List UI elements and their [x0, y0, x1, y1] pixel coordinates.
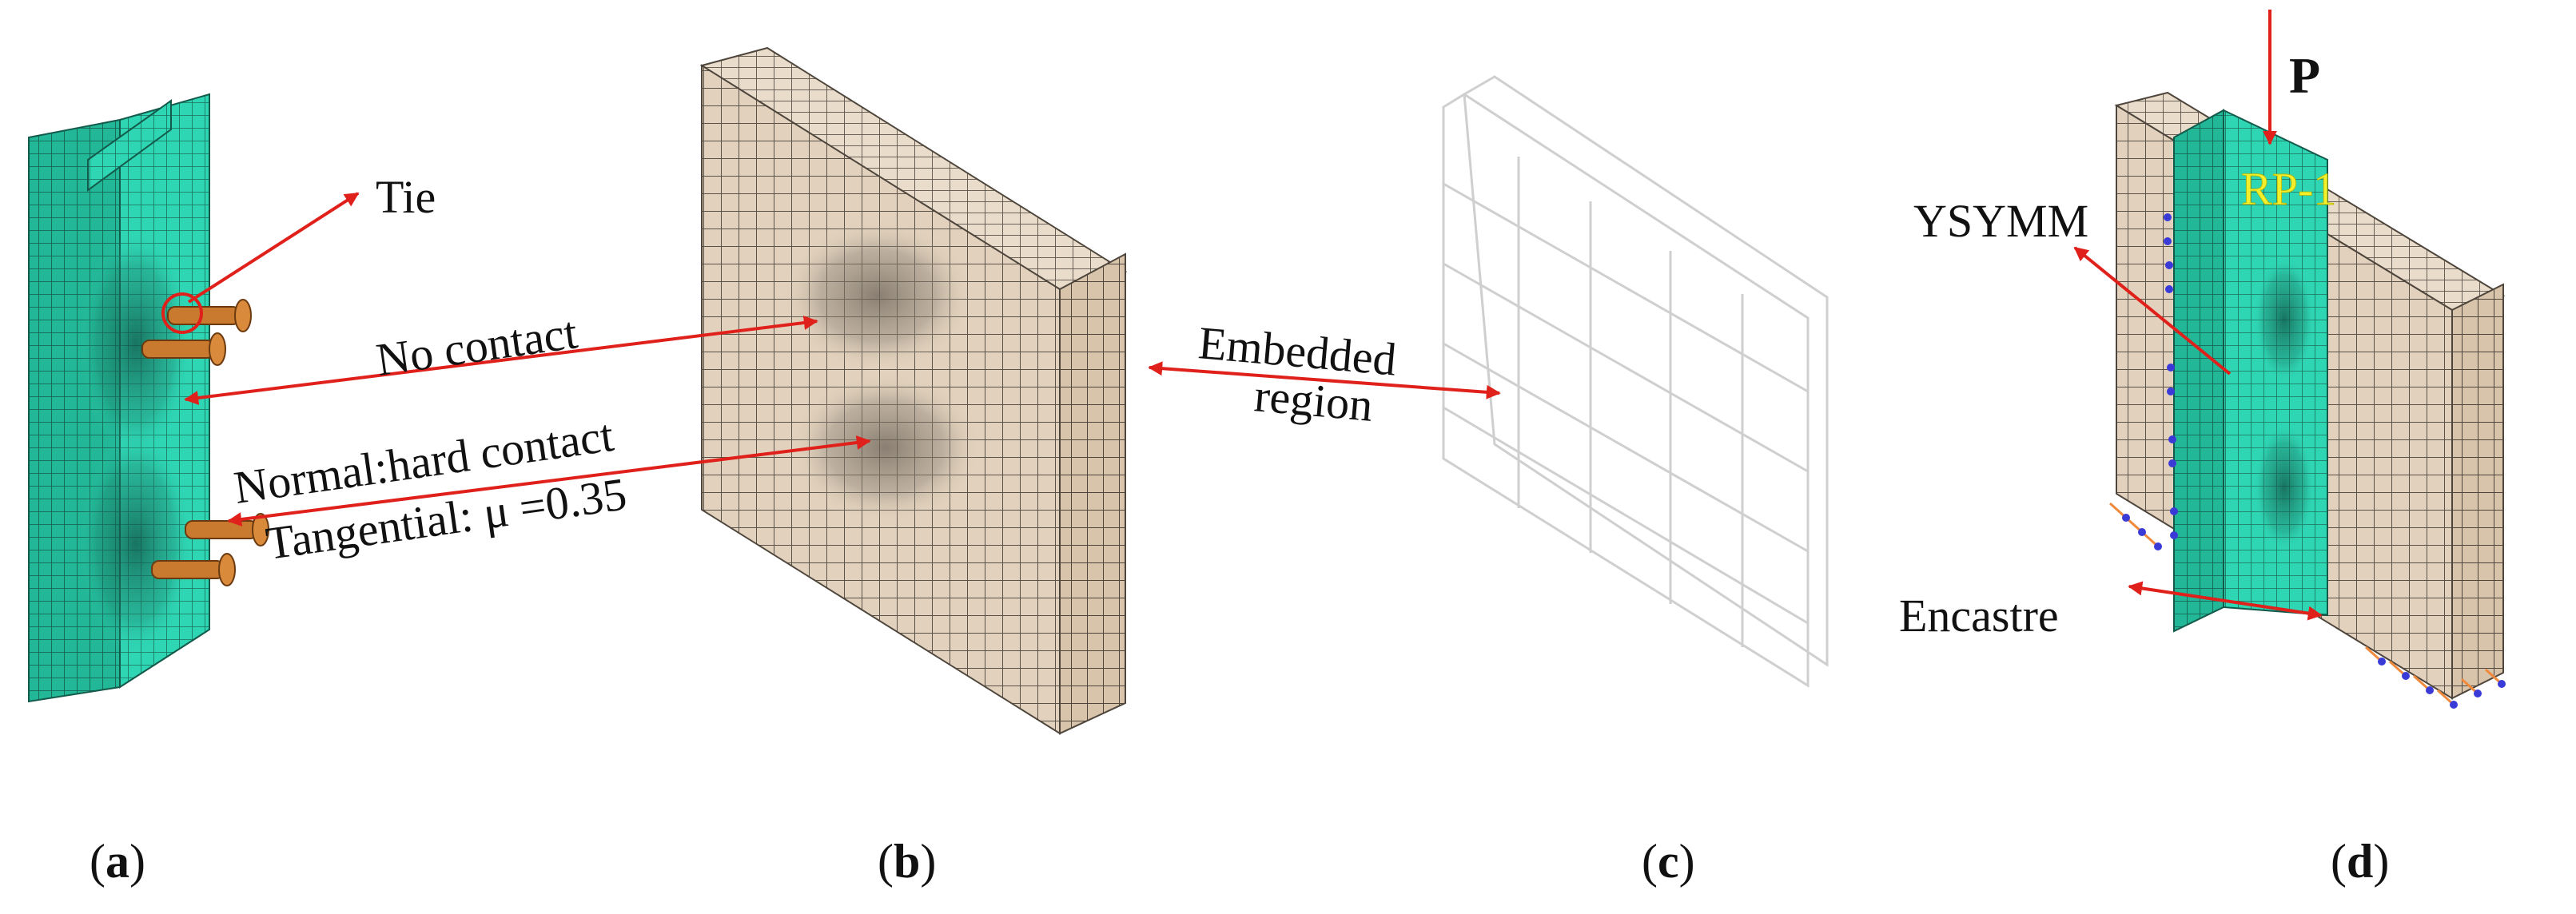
annotation-arrows [184, 10, 2323, 621]
arrow-embedded-region [1148, 361, 1501, 399]
arrow-encastre [2128, 581, 2323, 621]
label-rp-1: RP-1 [2241, 163, 2336, 215]
rebar-front-outline [1442, 93, 1810, 688]
model-steel-flange [2173, 109, 2224, 633]
label-load-p: P [2289, 47, 2320, 104]
arrow-normal-contact [227, 435, 871, 527]
caption-d: (d) [2331, 835, 2389, 888]
panel-b-concrete-block [699, 46, 1128, 735]
model-weld-region-lower [2254, 423, 2315, 551]
stud-4 [151, 553, 236, 586]
model-weld-region-upper [2254, 256, 2315, 383]
weld-region-upper [80, 232, 192, 455]
block-side-face [1059, 252, 1126, 735]
ysymm-constraint-markers [2164, 213, 2178, 539]
tie-highlight-circle [161, 292, 203, 334]
caption-a: (a) [90, 835, 145, 888]
label-no-contact: No contact [373, 306, 580, 386]
rebar-horizontal-bars [1443, 182, 1809, 625]
caption-b: (b) [878, 835, 936, 888]
rebar-vertical-bars [1517, 157, 1744, 647]
panel-a-steel-angle [28, 93, 269, 703]
caption-c: (c) [1642, 835, 1695, 888]
label-encastre: Encastre [1899, 590, 2059, 642]
encastre-node-dots [2122, 514, 2506, 709]
weld-region-lower [80, 431, 192, 655]
label-ysymm: YSYMM [1913, 195, 2088, 247]
angle-flange-front [87, 99, 172, 192]
arrow-no-contact [184, 316, 818, 405]
panel-d-assembled-model [2108, 91, 2506, 709]
arrow-ysymm [2073, 246, 2232, 376]
label-tie: Tie [376, 171, 436, 223]
panel-c-rebar-wireframe [1442, 75, 1829, 688]
arrow-tie [187, 192, 360, 304]
refined-mesh-region-upper [782, 220, 973, 372]
label-region: region [1252, 369, 1375, 431]
model-block-side [2451, 283, 2504, 700]
